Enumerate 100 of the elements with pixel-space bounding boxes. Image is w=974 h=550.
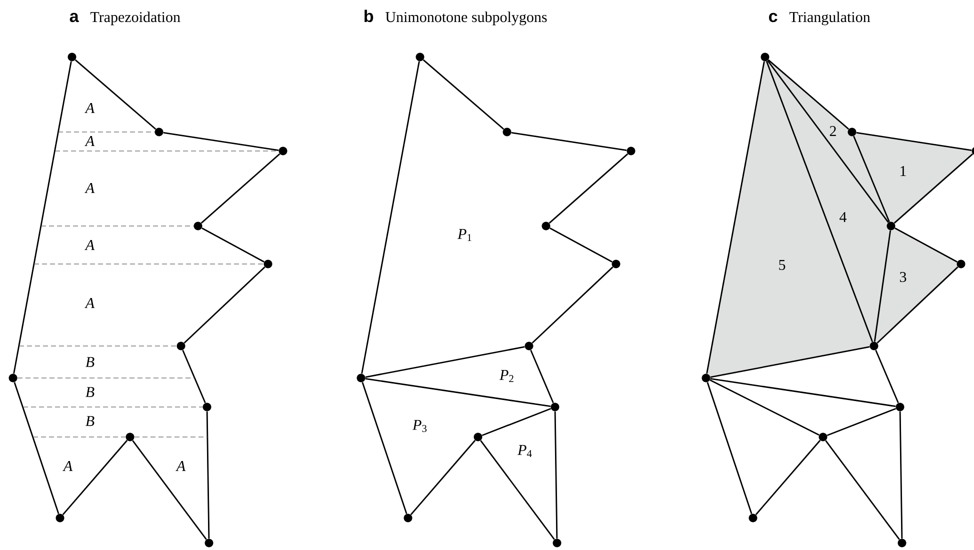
vertex-dot bbox=[194, 222, 202, 230]
polygon-edge bbox=[422, 59, 504, 130]
polygon-edge bbox=[62, 440, 128, 516]
polygon-edge bbox=[511, 132, 627, 152]
polygon-edge bbox=[132, 440, 207, 540]
panel-title: Triangulation bbox=[789, 12, 870, 26]
polygon-edge bbox=[767, 60, 889, 223]
polygon-edge bbox=[768, 59, 850, 130]
vertex-dot bbox=[524, 342, 534, 350]
polygon-edge bbox=[876, 266, 958, 344]
polygon-edge bbox=[710, 346, 870, 378]
polygon-edge bbox=[755, 440, 821, 516]
polygon-edge bbox=[74, 59, 156, 130]
polygon-edge bbox=[874, 230, 892, 342]
region-label: P$_{1}$ bbox=[457, 229, 472, 241]
trapezoid-line bbox=[54, 150, 279, 152]
vertex-dot bbox=[870, 342, 878, 350]
polygon-edge bbox=[899, 411, 903, 539]
vertex-dot bbox=[356, 374, 366, 382]
polygon-edge bbox=[856, 132, 972, 152]
trapezoid-line bbox=[22, 406, 203, 408]
region-label: A bbox=[84, 136, 95, 146]
region-label: 3 bbox=[900, 272, 906, 282]
vertex-dot bbox=[898, 538, 906, 548]
polygon-edge bbox=[530, 350, 554, 404]
polygon-edge bbox=[365, 378, 551, 408]
vertex-dot bbox=[176, 342, 186, 350]
polygon-edge bbox=[163, 132, 279, 152]
vertex-dot bbox=[896, 402, 904, 412]
polygon-edge bbox=[410, 440, 476, 516]
region-label: B bbox=[86, 357, 94, 367]
region-label: P$_{2}$ bbox=[499, 370, 514, 382]
polygon-edge bbox=[853, 136, 890, 222]
panel-title: Trapezoidation bbox=[90, 12, 180, 26]
polygon-edge bbox=[706, 61, 765, 374]
polygon-edge bbox=[554, 411, 558, 539]
vertex-dot bbox=[886, 222, 896, 230]
polygon-edge bbox=[548, 153, 628, 224]
vertex-dot bbox=[204, 538, 214, 548]
vertex-dot bbox=[416, 52, 424, 62]
vertex-dot bbox=[748, 514, 758, 522]
region-label: P$_{3}$ bbox=[412, 420, 427, 432]
vertex-dot bbox=[202, 402, 212, 412]
polygon-edge bbox=[184, 266, 266, 344]
region-label: 4 bbox=[840, 212, 847, 222]
region-label: A bbox=[176, 461, 186, 471]
trapezoid-line bbox=[134, 436, 208, 438]
region-label: A bbox=[84, 103, 95, 113]
polygon-edge bbox=[532, 266, 614, 344]
vertex-dot bbox=[848, 128, 856, 136]
vertex-dot bbox=[956, 260, 966, 268]
vertex-dot bbox=[264, 260, 272, 268]
region-label: 2 bbox=[830, 126, 836, 136]
polygon-edge bbox=[710, 379, 820, 436]
polygon-edge bbox=[361, 61, 420, 374]
polygon-edge bbox=[365, 346, 525, 378]
vertex-dot bbox=[474, 432, 482, 442]
polygon-edge bbox=[13, 61, 72, 374]
polygon-edge bbox=[182, 350, 206, 404]
region-label: 5 bbox=[779, 260, 786, 270]
panel-letter: a bbox=[70, 12, 79, 22]
polygon-edge bbox=[826, 408, 896, 436]
panel-letter: b bbox=[364, 10, 374, 22]
region-label: B bbox=[86, 416, 94, 426]
vertex-dot bbox=[552, 538, 562, 548]
region-label: A bbox=[84, 240, 95, 250]
polygon-edge bbox=[875, 350, 899, 404]
region-label: B bbox=[86, 387, 94, 397]
polygon-edge bbox=[200, 153, 280, 224]
region-label: P$_{4}$ bbox=[517, 445, 532, 457]
vertex-dot bbox=[612, 260, 620, 268]
polygon-edge bbox=[766, 60, 874, 342]
polygon-edge bbox=[14, 382, 60, 514]
polygon-edge bbox=[710, 378, 896, 408]
polygon-edge bbox=[706, 382, 752, 514]
polygon-edge bbox=[206, 411, 210, 539]
vertex-dot bbox=[818, 432, 828, 442]
polygon-edge bbox=[550, 228, 612, 262]
polygon-edge bbox=[825, 440, 900, 540]
region-label: 1 bbox=[900, 166, 906, 176]
vertex-dot bbox=[56, 514, 64, 522]
vertex-dot bbox=[626, 146, 636, 156]
polygon-edge bbox=[480, 440, 555, 540]
polygon-edge bbox=[482, 408, 552, 436]
vertex-dot bbox=[126, 432, 134, 442]
vertex-dot bbox=[154, 128, 164, 136]
vertex-dot bbox=[542, 222, 550, 230]
panel-letter: c bbox=[769, 12, 778, 22]
region-label: A bbox=[84, 183, 95, 193]
vertex-dot bbox=[760, 52, 770, 62]
vertex-dot bbox=[404, 514, 412, 522]
panel-title: Unimonotone subpolygons bbox=[386, 12, 547, 26]
polygon-edge bbox=[202, 228, 264, 262]
trapezoid-line bbox=[32, 436, 126, 438]
region-label: A bbox=[84, 298, 95, 308]
region-label: A bbox=[62, 461, 73, 471]
vertex-dot bbox=[278, 146, 288, 156]
polygon-edge bbox=[894, 153, 974, 224]
polygon-edge bbox=[362, 382, 408, 514]
vertex-dot bbox=[502, 128, 512, 136]
